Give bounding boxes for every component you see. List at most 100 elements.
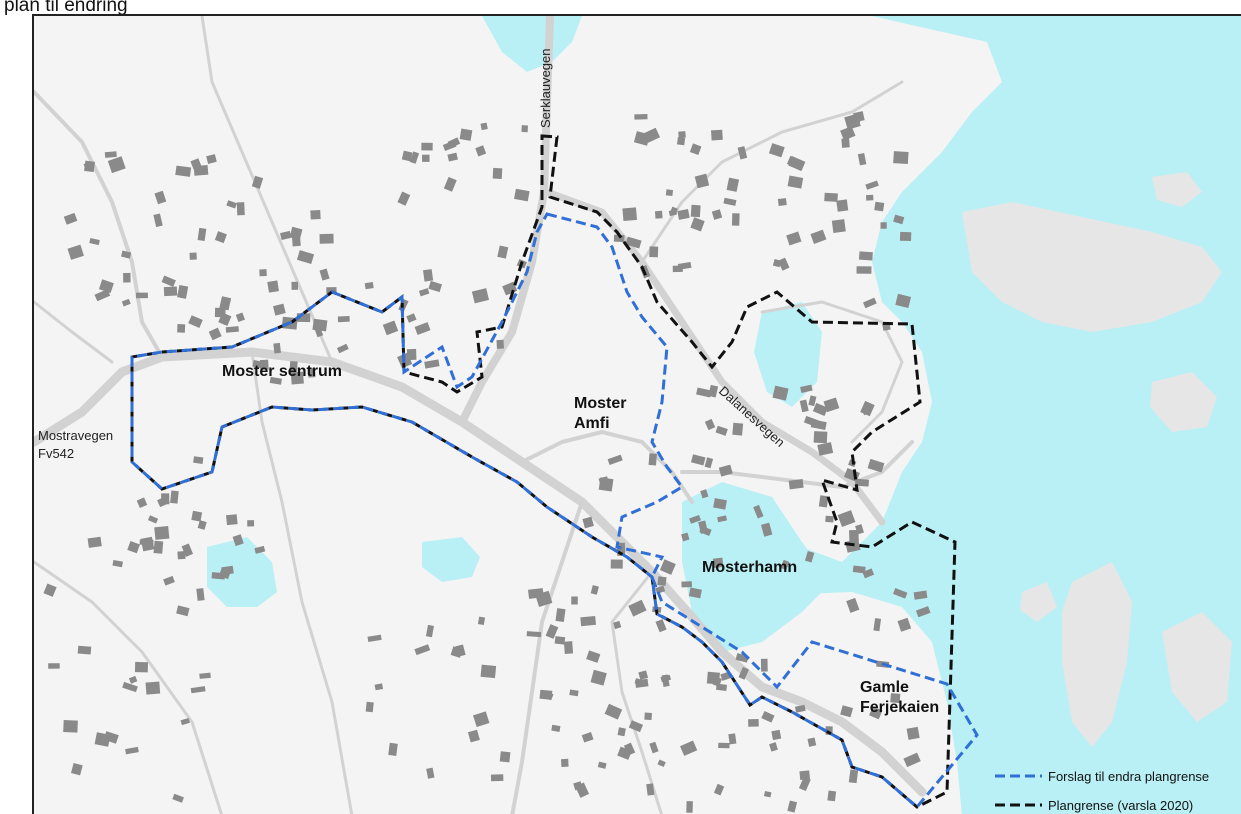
building (337, 315, 350, 323)
building (467, 729, 480, 743)
building (715, 683, 728, 691)
building (177, 284, 189, 299)
building (442, 140, 457, 151)
building (153, 213, 163, 228)
building (672, 265, 683, 273)
building (617, 746, 632, 760)
building (780, 559, 790, 571)
building (582, 516, 594, 529)
building (634, 678, 645, 686)
building (794, 704, 806, 713)
legend-black-label: Plangrense (varsla 2020) (1048, 798, 1193, 813)
road-dalanesvegen (543, 188, 886, 526)
building (610, 559, 623, 569)
building (772, 385, 789, 401)
building (748, 719, 759, 727)
building (681, 532, 690, 542)
island-far-se (1162, 612, 1232, 722)
building (867, 458, 885, 473)
building (598, 477, 614, 492)
building (857, 153, 867, 166)
building (551, 724, 561, 732)
building (199, 672, 211, 679)
building (134, 661, 148, 673)
map-canvas[interactable]: Moster sentrum Moster Amfi Mosterhamn Ga… (34, 16, 1241, 814)
island-small-a (1152, 172, 1202, 207)
building (289, 361, 298, 373)
building (607, 454, 623, 465)
building (580, 615, 596, 627)
building (177, 324, 186, 333)
building (374, 683, 384, 691)
building (856, 266, 872, 274)
building (813, 431, 828, 444)
building (644, 712, 652, 721)
building (649, 246, 659, 258)
building (786, 155, 805, 170)
building (788, 479, 804, 490)
building (291, 281, 299, 290)
building (471, 288, 490, 304)
map-frame: Moster sentrum Moster Amfi Mosterhamn Ga… (32, 14, 1241, 814)
building (127, 541, 140, 554)
building (193, 456, 204, 464)
building (810, 229, 827, 244)
building (655, 619, 667, 633)
building (915, 606, 931, 618)
building (880, 222, 887, 229)
building (43, 583, 57, 597)
building (731, 213, 740, 226)
building (140, 536, 155, 552)
building (723, 197, 737, 206)
building (613, 620, 622, 630)
building (235, 312, 245, 323)
building (455, 644, 466, 657)
building (214, 231, 227, 244)
building (852, 565, 866, 574)
building (569, 689, 579, 697)
building (704, 457, 714, 469)
building (94, 732, 111, 747)
building (414, 322, 431, 335)
building (154, 525, 170, 540)
building (214, 307, 226, 318)
label-mostravegen-1: Mostravegen (38, 428, 113, 443)
building (858, 251, 873, 261)
building (418, 288, 430, 297)
building (771, 729, 782, 741)
building (634, 114, 648, 120)
building (561, 758, 569, 767)
building (459, 128, 473, 141)
building (189, 252, 197, 260)
north-inlet (482, 16, 582, 72)
building (190, 686, 206, 694)
building (787, 800, 798, 813)
building (713, 783, 725, 796)
building (689, 143, 702, 156)
building (860, 400, 875, 417)
building (837, 510, 856, 528)
building (862, 568, 875, 579)
building (893, 214, 905, 225)
building (761, 710, 775, 723)
building (112, 559, 123, 568)
building (539, 689, 553, 700)
building (273, 342, 281, 354)
building (364, 282, 374, 290)
building (123, 272, 131, 283)
building (718, 464, 733, 477)
road-southeast (610, 570, 663, 814)
building (799, 770, 811, 780)
building (817, 442, 834, 456)
building (296, 250, 315, 265)
building (648, 453, 657, 466)
building (181, 543, 194, 557)
building (236, 202, 245, 216)
building (831, 219, 846, 233)
building (480, 664, 497, 679)
building (154, 190, 167, 205)
building (180, 717, 190, 726)
building (798, 776, 811, 792)
building (267, 280, 279, 293)
label-gamle-ferjekaien-1: Gamle (860, 679, 909, 696)
